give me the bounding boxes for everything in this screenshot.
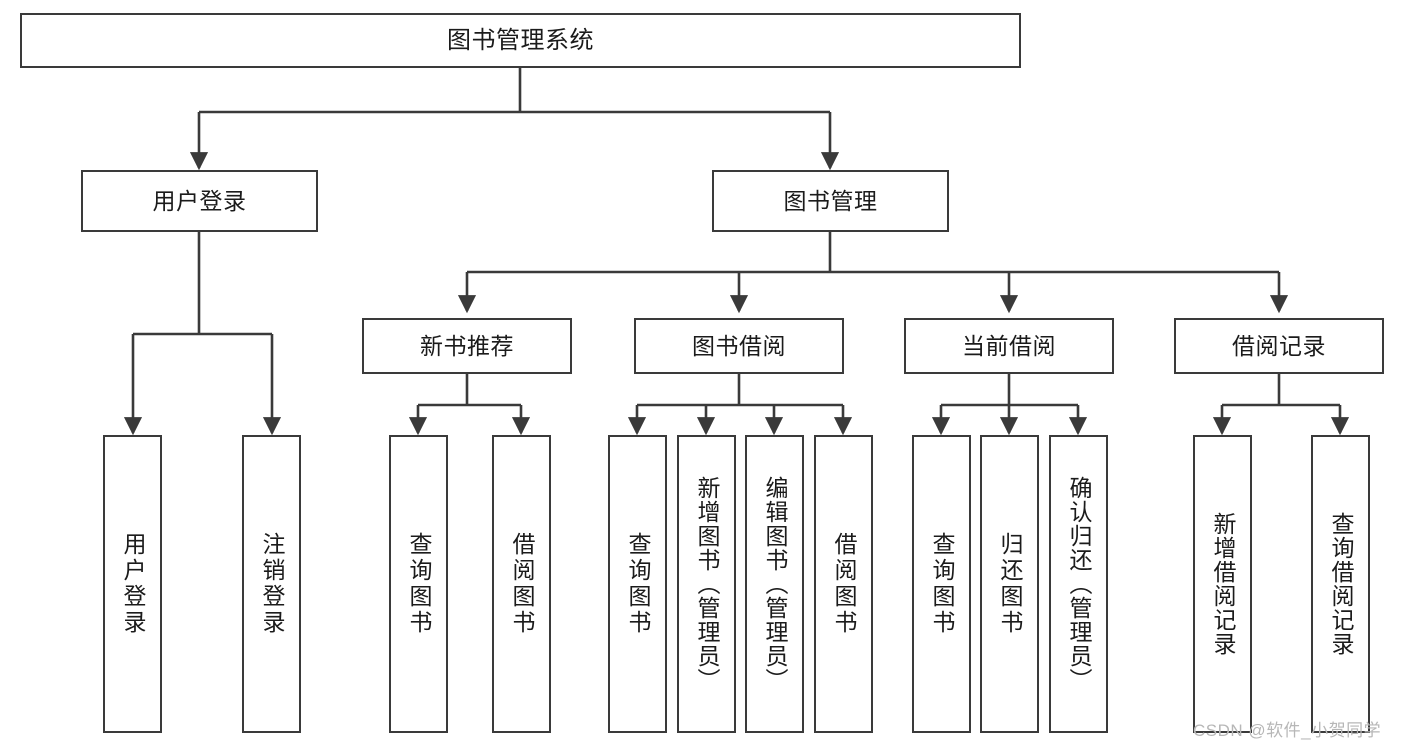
leaf-current-query-book[interactable]: 查询图书 [912,435,971,733]
node-root-book-management-system[interactable]: 图书管理系统 [20,13,1021,68]
leaf-recommend-borrow-book[interactable]: 借阅图书 [492,435,551,733]
node-label: 图书管理 [783,187,878,214]
node-current-borrow[interactable]: 当前借阅 [904,318,1114,374]
csdn-watermark: CSDN @软件_小贺同学 [1193,721,1382,740]
leaf-logout-login[interactable]: 注销登录 [242,435,301,733]
node-new-book-recommend[interactable]: 新书推荐 [362,318,572,374]
leaf-current-return-book[interactable]: 归还图书 [980,435,1039,733]
leaf-user-login[interactable]: 用户登录 [103,435,162,733]
node-book-borrow[interactable]: 图书借阅 [634,318,844,374]
node-label: 借阅图书 [509,532,535,636]
node-label: 归还图书 [997,532,1023,636]
node-label: 图书管理系统 [447,26,594,54]
leaf-borrow-query-book[interactable]: 查询图书 [608,435,667,733]
node-user-login[interactable]: 用户登录 [81,170,318,232]
node-label: 新增图书（管理员） [694,476,720,692]
node-label: 查询图书 [929,532,955,636]
node-label: 查询图书 [625,532,651,636]
node-label: 新书推荐 [420,332,514,359]
node-borrow-record[interactable]: 借阅记录 [1174,318,1384,374]
node-label: 编辑图书（管理员） [762,476,788,692]
leaf-recommend-query-book[interactable]: 查询图书 [389,435,448,733]
node-book-management[interactable]: 图书管理 [712,170,949,232]
node-label: 当前借阅 [962,332,1056,359]
node-label: 用户登录 [120,532,146,636]
leaf-current-confirm-return-admin[interactable]: 确认归还（管理员） [1049,435,1108,733]
node-label: 用户登录 [152,187,247,214]
node-label: 确认归还（管理员） [1066,476,1092,692]
leaf-record-add-borrow-record[interactable]: 新增借阅记录 [1193,435,1252,733]
leaf-record-query-borrow-record[interactable]: 查询借阅记录 [1311,435,1370,733]
node-label: 借阅记录 [1232,332,1326,359]
node-label: 借阅图书 [831,532,857,636]
leaf-borrow-borrow-book[interactable]: 借阅图书 [814,435,873,733]
node-label: 查询图书 [406,532,432,636]
node-label: 查询借阅记录 [1328,512,1354,656]
node-label: 图书借阅 [692,332,786,359]
leaf-borrow-add-book-admin[interactable]: 新增图书（管理员） [677,435,736,733]
node-label: 注销登录 [259,532,285,636]
node-label: 新增借阅记录 [1210,512,1236,656]
leaf-borrow-edit-book-admin[interactable]: 编辑图书（管理员） [745,435,804,733]
